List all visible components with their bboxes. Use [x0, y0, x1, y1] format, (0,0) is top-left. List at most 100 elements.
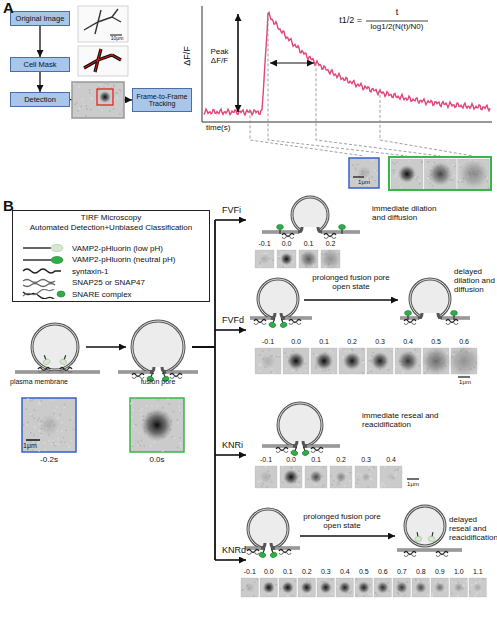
microscopy-tile: [298, 578, 316, 597]
category-label: FVFd: [222, 316, 252, 326]
time-guide: [268, 13, 407, 156]
time-stamp: -0.1: [252, 240, 277, 248]
noise-pixel: [132, 416, 134, 418]
vamp2-phluorin: [451, 311, 458, 321]
snare-protein: [282, 236, 294, 239]
vamp2-phluorin: [278, 317, 288, 328]
noise-pixel: [402, 372, 404, 374]
snare-protein: [289, 322, 301, 325]
noise-pixel: [53, 413, 55, 415]
noise-pixel: [454, 166, 456, 168]
microscopy-tile: [349, 158, 379, 188]
noise-pixel: [60, 441, 62, 443]
noise-pixel: [349, 472, 351, 474]
axis-label: ΔF/F: [183, 36, 193, 76]
snare-sample: [23, 289, 55, 296]
noise-pixel: [113, 86, 115, 88]
noise-pixel: [428, 161, 430, 163]
noise-pixel: [367, 593, 369, 595]
noise-pixel: [257, 468, 259, 470]
fluorescent-spot: [320, 581, 332, 593]
phluorin-tag: [339, 225, 346, 230]
noise-pixel: [91, 99, 93, 101]
noise-pixel: [332, 352, 334, 354]
noise-pixel: [291, 468, 293, 470]
noise-pixel: [180, 437, 182, 439]
noise-pixel: [417, 353, 419, 355]
fluorescent-spot: [320, 248, 342, 270]
plasma-membrane: [306, 445, 340, 448]
noise-pixel: [56, 406, 58, 408]
vamp2-phluorin: [405, 311, 412, 321]
phluorin-tag: [258, 551, 266, 558]
fluorescent-spot: [435, 582, 446, 593]
noise-pixel: [434, 162, 436, 164]
noise-pixel: [476, 592, 478, 594]
neuron-branches: [84, 9, 121, 34]
process-box: Frame-to-Frame Tracking: [132, 88, 192, 112]
noise-pixel: [369, 360, 371, 362]
membrane-leaflet: [284, 318, 312, 319]
noise-pixel: [38, 450, 40, 452]
noise-pixel: [89, 89, 91, 91]
legend-row: syntaxin-1: [19, 266, 108, 276]
noise-pixel: [74, 114, 76, 116]
phluorin-tag: [302, 449, 310, 456]
fluorescent-spot: [454, 583, 464, 593]
noise-pixel: [142, 408, 144, 410]
microscopy-tile: [431, 578, 449, 597]
noise-pixel: [347, 466, 349, 468]
fluorescence-trace: [204, 12, 490, 115]
snare-protein: [404, 322, 416, 325]
noise-pixel: [430, 183, 432, 185]
arrow: [215, 219, 246, 221]
noise-pixel: [373, 467, 375, 469]
noise-pixel: [134, 398, 136, 400]
noise-pixel: [346, 473, 348, 475]
fluorescent-spot: [301, 581, 313, 593]
noise-pixel: [363, 595, 365, 597]
legend-row: VAMP2-pHluorin (low pH): [19, 243, 163, 253]
noise-pixel: [313, 353, 315, 355]
node-text: Cell Mask: [24, 61, 57, 69]
fluorescent-spot: [428, 162, 452, 186]
scale-bar: [407, 478, 419, 479]
time-stamp: 0.4: [392, 338, 424, 346]
formula-part: t1/2 =: [318, 16, 362, 26]
noise-pixel: [64, 442, 66, 444]
vesicle: [405, 506, 445, 546]
microscopy-tile: [336, 578, 354, 597]
vesicle-leaflet: [278, 403, 322, 447]
noise-pixel: [371, 159, 373, 161]
legend-box: TIRF MicroscopyAutomated Detection+Unbia…: [12, 210, 210, 302]
noise-pixel: [61, 431, 63, 433]
time-stamp: 0.3: [364, 338, 396, 346]
fluorescent-spot: [300, 250, 318, 268]
noise-pixel: [74, 104, 76, 106]
noise-pixel: [351, 591, 353, 593]
noise-pixel: [37, 420, 39, 422]
microscopy-tile: [311, 348, 337, 374]
noise-pixel: [259, 266, 261, 268]
noise-pixel: [488, 187, 490, 189]
noise-pixel: [372, 352, 374, 354]
time-stamp: 0.4: [377, 456, 405, 464]
noise-pixel: [427, 594, 429, 596]
noise-pixel: [51, 443, 53, 445]
microscopy-tile: [424, 159, 456, 189]
process-box: Cell Mask: [10, 57, 70, 72]
process-box: Original Image: [10, 11, 70, 26]
time-stamp: -0.1: [252, 338, 284, 346]
fluorescent-spot: [371, 352, 389, 370]
noise-pixel: [57, 438, 59, 440]
fusion-pore: [302, 227, 318, 236]
membrane-leaflet: [165, 372, 198, 373]
noise-pixel: [85, 115, 87, 117]
noise-pixel: [415, 178, 417, 180]
noise-pixel: [377, 581, 379, 583]
noise-pixel: [182, 433, 184, 435]
noise-pixel: [421, 162, 423, 164]
noise-pixel: [418, 580, 420, 582]
